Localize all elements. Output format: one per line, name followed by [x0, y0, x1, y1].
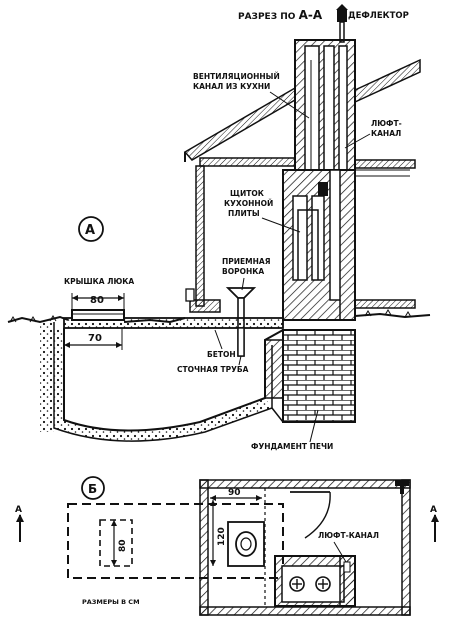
- label-foundation: ФУНДАМЕНТ ПЕЧИ: [251, 442, 333, 451]
- ceiling-right: [354, 159, 416, 169]
- label-luft-canal: ЛЮФТ- КАНАЛ: [371, 119, 404, 138]
- hatch-cover: [71, 309, 125, 321]
- dim-hatch-offset-text: 70: [88, 333, 102, 344]
- dim-plan-depth: 120: [210, 500, 227, 566]
- stove-plan: [274, 555, 356, 607]
- label-funnel: ПРИЕМНАЯ ВОРОНКА: [222, 257, 273, 276]
- view-b-letter: Б: [88, 482, 97, 496]
- view-a-marker: А: [78, 216, 104, 242]
- label-drain-pipe: СТОЧНАЯ ТРУБА: [177, 365, 249, 374]
- section-title: РАЗРЕЗ ПО А-А: [238, 8, 323, 22]
- hatch-plan-outline: [99, 519, 133, 567]
- dim-plan-depth-text: 120: [217, 527, 227, 546]
- dim-plan-width-text: 90: [228, 488, 241, 498]
- dim-hatch-offset: 70: [64, 328, 123, 350]
- section-marker-left: А: [15, 505, 24, 542]
- label-kitchen-vent: ВЕНТИЛЯЦИОННЫЙ КАНАЛ ИЗ КУХНИ: [193, 72, 282, 91]
- deflector-plan-icon: [395, 480, 409, 494]
- section-marker-left-text: А: [15, 505, 22, 515]
- roof-right: [354, 58, 421, 104]
- dim-plan-width: 90: [210, 488, 262, 501]
- units-note: РАЗМЕРЫ В СМ: [82, 598, 140, 606]
- dim-plan-height: 80: [111, 520, 128, 566]
- pit-plan-outline: [67, 503, 284, 579]
- label-hatch-cover: КРЫШКА ЛЮКА: [64, 277, 134, 286]
- deflector-label: ДЕФЛЕКТОР: [348, 11, 409, 21]
- floor-right: [354, 299, 416, 309]
- chimney-stack: [294, 39, 356, 171]
- pit: [40, 322, 284, 442]
- dim-hatch-width-text: 80: [90, 295, 104, 306]
- dim-plan-height-text: 80: [118, 539, 128, 552]
- view-b-marker: Б: [81, 476, 105, 500]
- section-marker-right-text: А: [430, 505, 437, 515]
- ceiling-left: [199, 157, 296, 167]
- section-title-prefix: РАЗРЕЗ ПО: [238, 12, 296, 22]
- label-plan-luft-canal: ЛЮФТ-КАНАЛ: [318, 531, 379, 540]
- door-swing: [290, 491, 331, 539]
- label-concrete: БЕТОН: [207, 350, 236, 359]
- house-wall-left: [195, 165, 205, 307]
- stove: [282, 169, 356, 321]
- label-stove-shield: ЩИТОК КУХОННОЙ ПЛИТЫ: [224, 189, 276, 218]
- section-marker-right: А: [430, 505, 439, 542]
- roof-left: [183, 86, 296, 162]
- stove-foundation: [264, 329, 356, 423]
- step-block: [189, 299, 221, 313]
- drain-pipe: [237, 327, 245, 357]
- dim-hatch-width: 80: [71, 293, 125, 310]
- section-title-mark: А-А: [299, 8, 323, 22]
- concrete-slab: [63, 317, 284, 329]
- deflector: [336, 4, 348, 43]
- toilet: [227, 521, 265, 567]
- view-a-letter: А: [85, 223, 95, 238]
